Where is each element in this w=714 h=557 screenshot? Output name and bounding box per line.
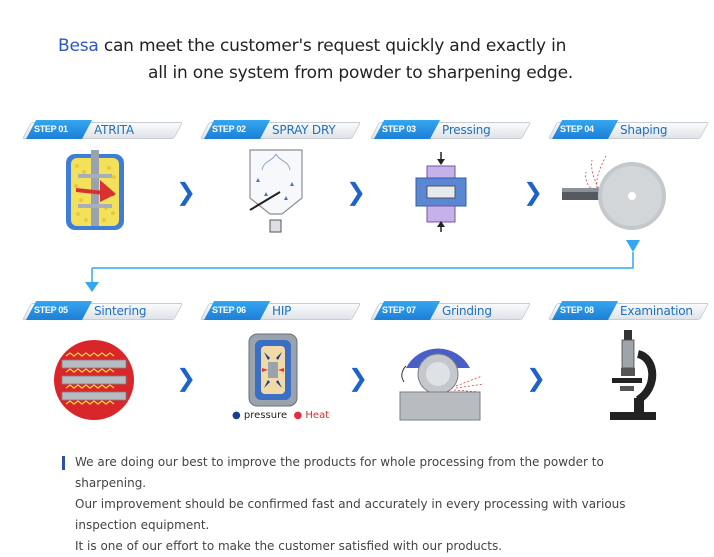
headline-line1: can meet the customer's request quickly …: [98, 36, 567, 56]
pressure-dot-icon: ●: [232, 410, 241, 421]
note-line-3: It is one of our effort to make the cust…: [75, 539, 503, 553]
heat-dot-icon: ●: [293, 410, 303, 421]
step-04-badge: STEP 04: [560, 124, 594, 134]
step-07-tab: STEP 07 Grinding: [370, 301, 532, 320]
description-notes: We are doing our best to improve the pro…: [62, 452, 662, 557]
step-05-badge: STEP 05: [34, 305, 68, 315]
step-04-tab: STEP 04 Shaping: [548, 120, 710, 139]
step-08-badge: STEP 08: [560, 305, 594, 315]
step-06-badge: STEP 06: [212, 305, 246, 315]
grinding-illustration: [399, 348, 485, 421]
headline-line2: all in one system from powder to sharpen…: [148, 63, 574, 83]
step-06-tab: STEP 06 HIP: [200, 301, 362, 320]
shaping-wheel-illustration: [562, 155, 666, 230]
microscope-illustration: [610, 330, 657, 420]
flow-arrow-5-6: ❯: [176, 364, 197, 392]
note-line-1: We are doing our best to improve the pro…: [75, 455, 604, 490]
legend-heat: Heat: [305, 410, 330, 421]
step-01-badge: STEP 01: [34, 124, 68, 134]
flow-arrow-7-8: ❯: [526, 364, 547, 392]
step-05-tab: STEP 05 Sintering: [22, 301, 184, 320]
step-03-badge: STEP 03: [382, 124, 416, 134]
flow-arrow-3-4: ❯: [523, 178, 544, 206]
flow-arrow-2-3: ❯: [346, 178, 367, 206]
step-03-tab: STEP 03 Pressing: [370, 120, 532, 139]
brand-name: Besa: [58, 36, 99, 56]
legend-pressure: pressure: [243, 410, 288, 421]
step-04-name: Shaping: [620, 123, 668, 137]
flow-arrow-6-7: ❯: [348, 364, 369, 392]
step-08-name: Examination: [620, 304, 693, 318]
hip-legend: ● pressure ● Heat: [232, 410, 329, 421]
step-01-tab: STEP 01 ATRITA: [22, 120, 184, 139]
step-01-name: ATRITA: [94, 123, 134, 137]
step-07-name: Grinding: [442, 304, 492, 318]
spray-dryer-illustration: [249, 149, 303, 233]
press-illustration: [415, 152, 467, 232]
step-07-badge: STEP 07: [382, 305, 416, 315]
step-02-name: SPRAY DRY: [272, 123, 336, 137]
note-line-2: Our improvement should be confirmed fast…: [75, 497, 626, 532]
step-05-name: Sintering: [94, 304, 147, 318]
notes-marker: [62, 456, 65, 470]
step-03-name: Pressing: [442, 123, 491, 137]
step-06-name: HIP: [272, 304, 292, 318]
flow-arrow-1-2: ❯: [176, 178, 197, 206]
row-connector-arrow: [85, 240, 640, 292]
step-02-tab: STEP 02 SPRAY DRY: [200, 120, 362, 139]
sintering-furnace-illustration: [54, 340, 134, 420]
step-08-tab: STEP 08 Examination: [548, 301, 710, 320]
atrita-mill-illustration: [66, 150, 124, 230]
step-02-badge: STEP 02: [212, 124, 246, 134]
hip-vessel-illustration: [248, 333, 298, 407]
headline: Besa can meet the customer's request qui…: [58, 36, 573, 83]
